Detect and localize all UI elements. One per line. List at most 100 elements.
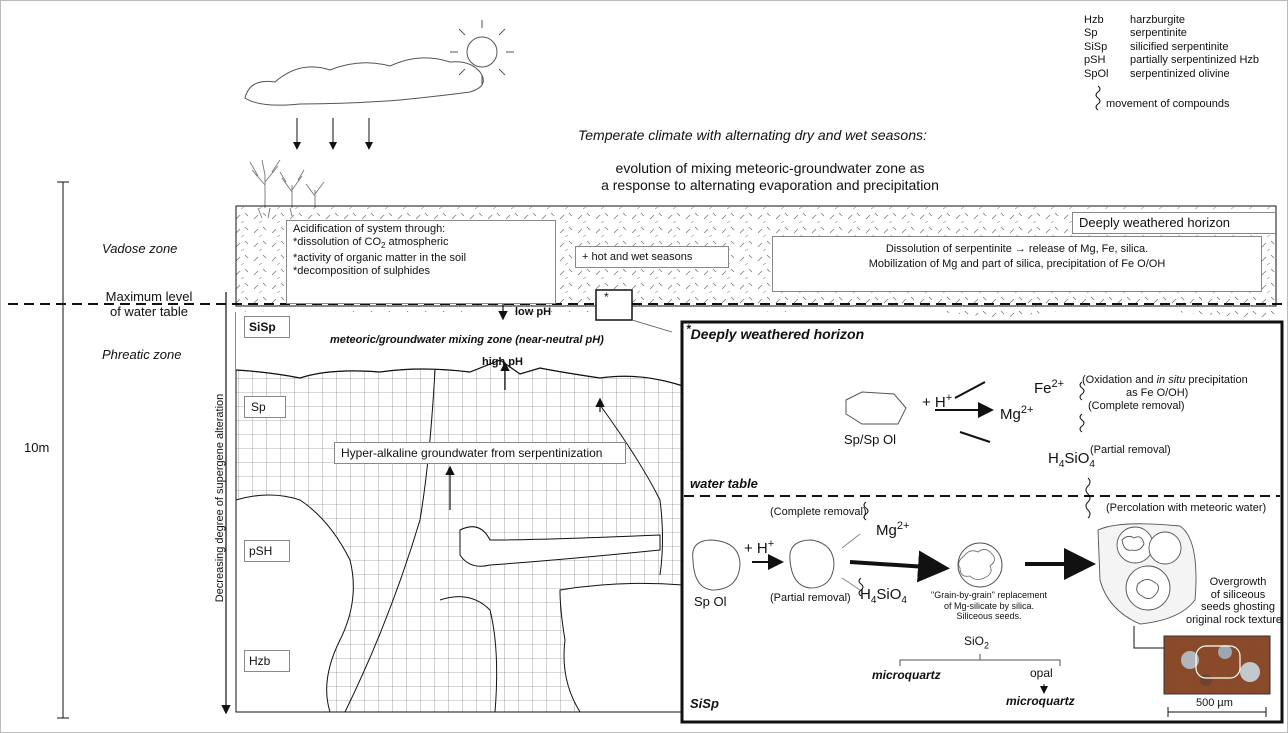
grain-shape-top xyxy=(846,392,906,424)
max-level-line-1: Maximum level xyxy=(88,289,210,304)
evolution-text: evolution of mixing meteoric-groundwater… xyxy=(540,160,1000,194)
evolution-line-1: evolution of mixing meteoric-groundwater… xyxy=(540,160,1000,177)
high-ph-label: high pH xyxy=(482,356,523,368)
mg-text: Mg xyxy=(1000,406,1021,423)
sisp-label: SiSp xyxy=(244,316,290,338)
acid-item-1: *dissolution of CO2 atmospheric xyxy=(293,236,549,253)
grain-replacement-note: "Grain-by-grain" replacement of Mg-silic… xyxy=(914,590,1064,622)
siliceous-seed-grain xyxy=(958,543,1002,587)
dissolution-box: Dissolution of serpentinite → release of… xyxy=(772,236,1262,292)
inset-title: *Deeply weathered horizon xyxy=(686,326,864,342)
scale-label: 10m xyxy=(24,440,49,455)
climate-title: Temperate climate with alternating dry a… xyxy=(578,127,927,143)
low-ph-label: low pH xyxy=(515,306,551,318)
percolation-label: (Percolation with meteoric water) xyxy=(1106,502,1266,514)
hyper-alkaline-label: Hyper-alkaline groundwater from serpenti… xyxy=(334,442,626,464)
overgrowth-line-3: seeds ghosting xyxy=(1196,601,1280,614)
h4sio4-top: H4SiO4 xyxy=(1048,450,1095,470)
grain-line-2: of Mg-silicate by silica. xyxy=(914,601,1064,612)
legend-movement: movement of compounds xyxy=(1106,98,1230,110)
hzb-label: Hzb xyxy=(244,650,290,672)
scale-bar xyxy=(57,182,69,718)
seasons-box: + hot and wet seasons xyxy=(575,246,729,268)
fe-ion: Fe2+ xyxy=(1034,378,1064,397)
complete-removal-top: (Complete removal) xyxy=(1088,400,1185,412)
legend-item: pSHpartially serpentinized Hzb xyxy=(1084,54,1259,67)
fe-note-italic: in situ xyxy=(1157,374,1186,386)
h4sio4-sub: 4 xyxy=(901,595,907,606)
max-level-label: Maximum level of water table xyxy=(88,289,210,319)
legend-item: Spserpentinite xyxy=(1084,27,1259,40)
rain-arrows-icon xyxy=(297,118,369,148)
water-table-label: water table xyxy=(690,476,758,491)
hzb-lens-2 xyxy=(560,583,683,712)
mg-sup: 2+ xyxy=(1021,404,1034,416)
h4sio4-text: SiO xyxy=(876,586,901,603)
evolution-line-2: a response to alternating evaporation an… xyxy=(540,177,1000,194)
microquartz-label: microquartz xyxy=(872,668,941,682)
h-plus-2-sup: + xyxy=(768,538,774,550)
mg-ion-bottom: Mg2+ xyxy=(876,520,909,539)
max-level-line-2: of water table xyxy=(88,304,210,319)
acid-item-3: *decomposition of sulphides xyxy=(293,265,549,278)
legend-abbr: SiSp xyxy=(1084,41,1130,54)
legend-item: SpOlserpentinized olivine xyxy=(1084,68,1259,81)
legend-desc: partially serpentinized Hzb xyxy=(1130,54,1259,66)
legend-desc: harzburgite xyxy=(1130,14,1185,26)
overgrowth-note: Overgrowth of siliceous seeds ghosting o… xyxy=(1196,576,1280,626)
fe-sup: 2+ xyxy=(1052,378,1065,390)
cloud-icon xyxy=(245,58,483,105)
micrograph-image xyxy=(1164,636,1270,694)
h4sio4-text: SiO xyxy=(1064,450,1089,467)
dissolution-line-1: Dissolution of serpentinite → release of… xyxy=(773,242,1261,257)
overgrowth-line-1: Overgrowth xyxy=(1196,576,1280,589)
sio2-text: SiO xyxy=(964,634,984,648)
grain-line-1: "Grain-by-grain" replacement xyxy=(914,590,1064,601)
mg2-text: Mg xyxy=(876,522,897,539)
h-plus-2-text: + H xyxy=(744,540,768,557)
legend-abbr: Hzb xyxy=(1084,14,1130,27)
inset-title-text: Deeply weathered horizon xyxy=(691,326,864,342)
legend-squiggle-icon xyxy=(1096,86,1100,110)
mg2-sup: 2+ xyxy=(897,520,910,532)
h-plus-bottom: + H+ xyxy=(744,538,774,557)
dissolution-line-2: Mobilization of Mg and part of silica, p… xyxy=(773,257,1261,272)
h-plus-top: + H+ xyxy=(922,392,952,411)
inset-star-marker: * xyxy=(604,290,609,304)
vadose-zone-label: Vadose zone xyxy=(102,241,177,256)
psh-label: pSH xyxy=(244,540,290,562)
partial-removal-top: (Partial removal) xyxy=(1090,444,1171,456)
sio2-sub: 2 xyxy=(984,640,989,650)
overgrowth-line-2: of siliceous xyxy=(1196,589,1280,602)
legend-desc: serpentinite xyxy=(1130,27,1187,39)
weathered-horizon-title: Deeply weathered horizon xyxy=(1072,212,1276,234)
mixing-zone-label: meteoric/groundwater mixing zone (near-n… xyxy=(330,334,604,346)
microquartz-label-2: microquartz xyxy=(1006,694,1075,708)
inset-star: * xyxy=(686,322,691,336)
grain-line-3: Siliceous seeds. xyxy=(914,611,1064,622)
h-plus-text: + H xyxy=(922,394,946,411)
overgrowth-line-4: original rock texture xyxy=(1186,614,1280,627)
acid-text: atmospheric xyxy=(386,236,449,248)
fe-note-a: (Oxidation and xyxy=(1082,374,1157,386)
legend-abbr: SpOl xyxy=(1084,68,1130,81)
micrograph-scale-label: 500 µm xyxy=(1196,697,1233,709)
fe-note-b: precipitation xyxy=(1185,374,1247,386)
h-plus-sup: + xyxy=(946,392,952,404)
sp-ol-label: Sp Ol xyxy=(694,594,727,609)
h4sio4-bottom: H4SiO4 xyxy=(860,586,907,606)
legend-item: SiSpsilicified serpentinite xyxy=(1084,41,1259,54)
sio2-label: SiO2 xyxy=(964,634,989,650)
legend-desc: silicified serpentinite xyxy=(1130,41,1228,53)
legend-item: Hzbharzburgite xyxy=(1084,14,1259,27)
opal-label: opal xyxy=(1030,666,1053,680)
legend-abbr: Sp xyxy=(1084,27,1130,40)
h4sio4-sub: 4 xyxy=(1089,459,1095,470)
fe-text: Fe xyxy=(1034,380,1052,397)
fe-note: (Oxidation and in situ precipitation as … xyxy=(1082,374,1248,400)
alteration-axis-label: Decreasing degree of supergene alteratio… xyxy=(214,378,226,618)
acid-item-2: *activity of organic matter in the soil xyxy=(293,252,549,265)
phreatic-zone-label: Phreatic zone xyxy=(102,347,182,362)
acid-text: *dissolution of CO xyxy=(293,236,381,248)
